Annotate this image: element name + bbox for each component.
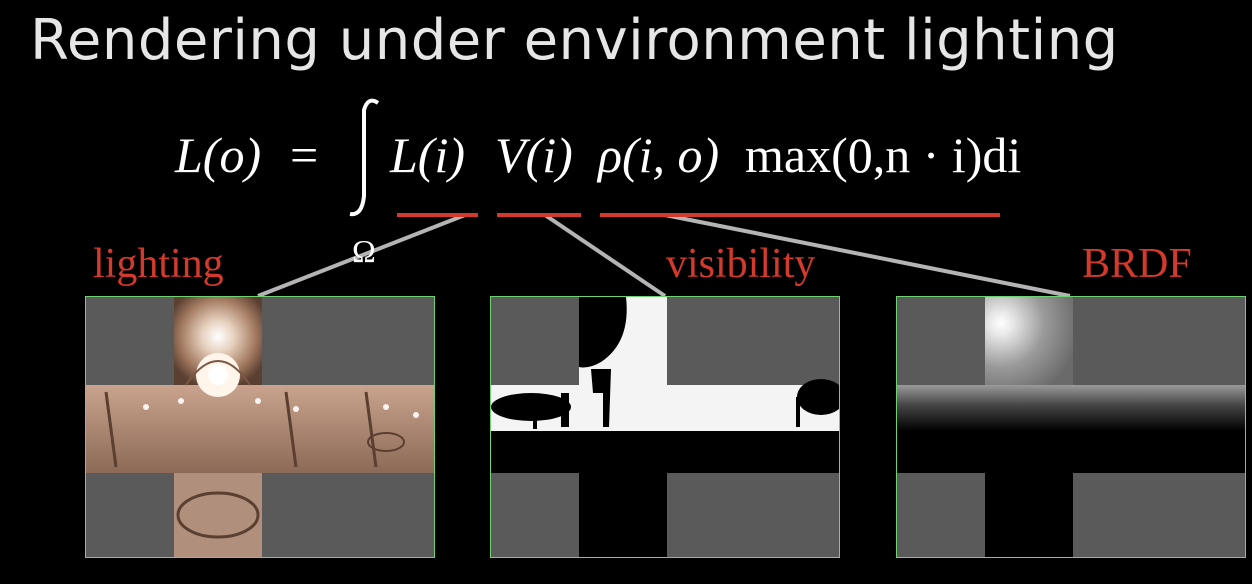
- equation-lhs: L(o): [174, 127, 261, 183]
- equation-term-visibility: V(i): [495, 127, 573, 183]
- panel-visibility: [490, 296, 840, 558]
- slide-title: Rendering under environment lighting: [30, 8, 1119, 73]
- label-brdf: BRDF: [1082, 241, 1192, 287]
- equation-term-lighting: L(i): [389, 127, 465, 183]
- equation-term-cosine: max(0,n · i)di: [745, 127, 1021, 183]
- panel-brdf: [896, 296, 1246, 558]
- connector-lighting: [257, 213, 466, 298]
- integral-sign: [349, 98, 380, 217]
- equation-equals: =: [290, 127, 318, 183]
- brdf-cubemap: [897, 297, 1245, 557]
- visibility-cubemap: [491, 297, 839, 557]
- connector-brdf: [664, 213, 1071, 298]
- panel-lighting: [85, 296, 435, 558]
- label-visibility: visibility: [666, 241, 816, 287]
- equation-term-brdf: ρ(i, o): [596, 127, 719, 183]
- equation-domain: Ω: [352, 233, 376, 269]
- connector-visibility: [543, 213, 667, 298]
- lighting-cubemap: [86, 297, 434, 557]
- label-lighting: lighting: [93, 241, 224, 287]
